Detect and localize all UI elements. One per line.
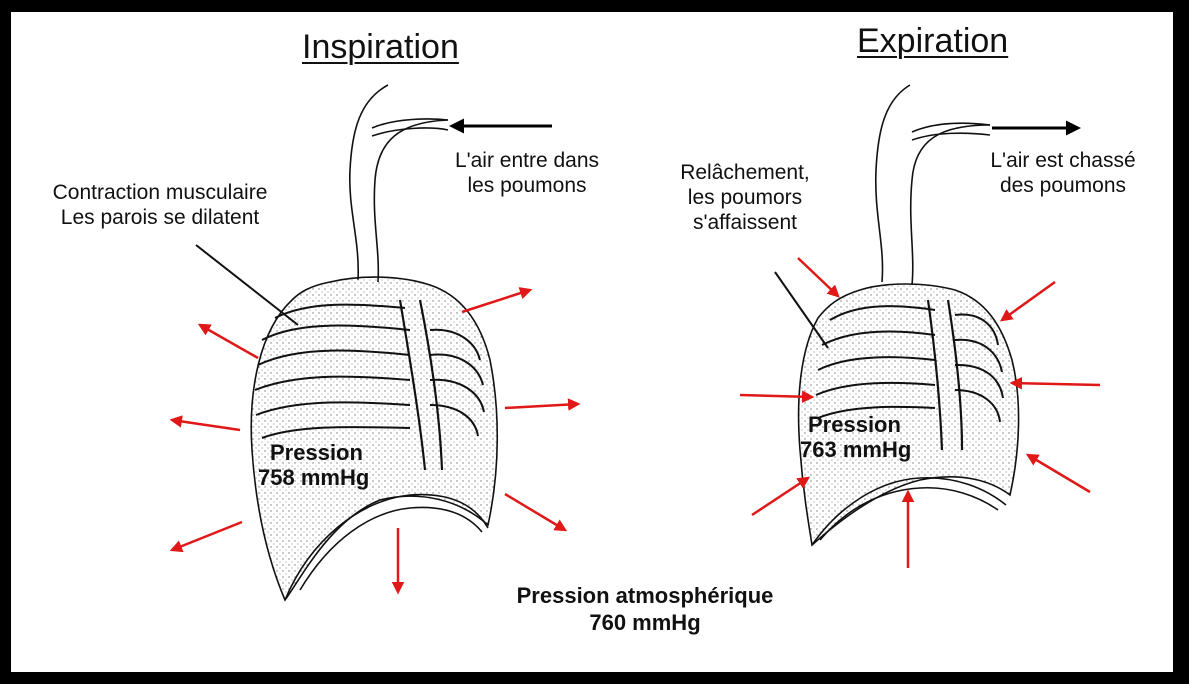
inspiration-title: Inspiration [302, 28, 459, 67]
inspiration-muscle-note-line2: Les parois se dilatent [20, 205, 300, 230]
expiration-air-note: L'air est chassé des poumons [968, 148, 1158, 198]
inspiration-pressure-line1: Pression [258, 440, 369, 465]
atmospheric-pressure: Pression atmosphérique 760 mmHg [470, 582, 820, 636]
expiration-air-note-line2: des poumons [968, 173, 1158, 198]
expiration-air-note-line1: L'air est chassé [968, 148, 1158, 173]
expiration-pressure: Pression 763 mmHg [800, 412, 911, 462]
inspiration-muscle-note-line1: Contraction musculaire [20, 180, 300, 205]
expiration-relax-note-line2: les poumors [660, 185, 830, 210]
expiration-pressure-line2: 763 mmHg [800, 437, 911, 462]
expiration-pressure-line1: Pression [800, 412, 911, 437]
inspiration-pressure-line2: 758 mmHg [258, 465, 369, 490]
atmospheric-pressure-line2: 760 mmHg [470, 609, 820, 636]
atmospheric-pressure-line1: Pression atmosphérique [470, 582, 820, 609]
inspiration-air-note: L'air entre dans les poumons [432, 148, 622, 198]
inspiration-air-note-line1: L'air entre dans [432, 148, 622, 173]
inspiration-air-note-line2: les poumons [432, 173, 622, 198]
expiration-title: Expiration [857, 22, 1008, 61]
inspiration-muscle-note: Contraction musculaire Les parois se dil… [20, 180, 300, 230]
expiration-relax-note-line1: Relâchement, [660, 160, 830, 185]
expiration-relax-note-line3: s'affaissent [660, 210, 830, 235]
inspiration-pressure: Pression 758 mmHg [258, 440, 369, 490]
expiration-relax-note: Relâchement, les poumors s'affaissent [660, 160, 830, 235]
